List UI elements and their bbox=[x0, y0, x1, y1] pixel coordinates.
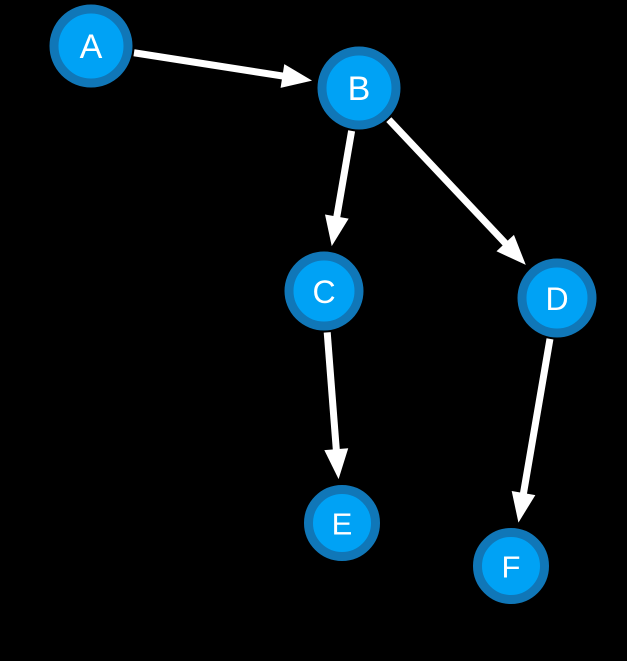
graph-node-e[interactable]: E bbox=[304, 485, 380, 561]
edges-layer bbox=[133, 49, 554, 523]
graph-edge-b-d[interactable] bbox=[386, 117, 526, 265]
edge-line bbox=[133, 49, 286, 80]
graph-edge-b-c[interactable] bbox=[325, 130, 356, 247]
arrowhead-icon bbox=[511, 491, 536, 523]
arrowhead-icon bbox=[280, 64, 313, 88]
node-label: F bbox=[502, 550, 521, 585]
node-circle bbox=[517, 258, 597, 338]
graph-node-c[interactable]: C bbox=[284, 251, 364, 331]
arrowhead-icon bbox=[324, 448, 349, 480]
graph-node-b[interactable]: B bbox=[317, 46, 401, 130]
arrowhead-icon bbox=[325, 214, 349, 247]
node-circle bbox=[304, 485, 380, 561]
node-label: D bbox=[545, 281, 568, 317]
node-label: C bbox=[312, 274, 335, 310]
edge-line bbox=[519, 338, 554, 497]
graph-node-f[interactable]: F bbox=[473, 528, 549, 604]
arrowhead-icon bbox=[496, 234, 526, 265]
node-circle bbox=[473, 528, 549, 604]
edge-line bbox=[323, 332, 340, 453]
graph-edge-d-f[interactable] bbox=[511, 338, 554, 523]
nodes-layer: A B C D E F bbox=[49, 4, 597, 604]
edge-line bbox=[386, 117, 510, 248]
node-circle bbox=[49, 4, 133, 88]
node-label: A bbox=[80, 28, 103, 66]
node-circle bbox=[284, 251, 364, 331]
node-label: B bbox=[348, 70, 371, 108]
node-label: E bbox=[332, 507, 353, 542]
edge-line bbox=[332, 130, 356, 221]
node-circle bbox=[317, 46, 401, 130]
graph-edge-c-e[interactable] bbox=[323, 332, 349, 480]
graph-node-a[interactable]: A bbox=[49, 4, 133, 88]
graph-node-d[interactable]: D bbox=[517, 258, 597, 338]
graph-edge-a-b[interactable] bbox=[133, 49, 313, 88]
